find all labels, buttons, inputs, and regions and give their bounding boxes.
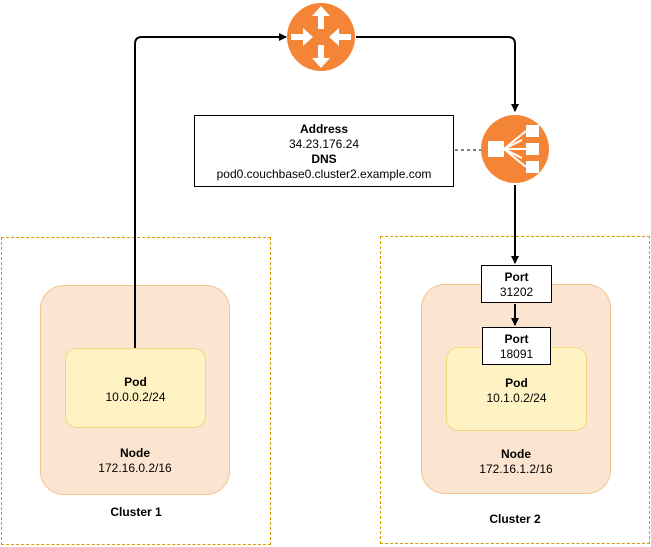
address-label: Address [299, 122, 349, 136]
cluster-1-pod-text: Pod 10.0.0.2/24 [65, 375, 206, 405]
cluster-2-node-label: Node [501, 447, 531, 461]
cluster-1-node-cidr: 172.16.0.2/16 [98, 461, 172, 475]
load-balancer-icon [481, 115, 549, 183]
cluster-1-node-text: Node 172.16.0.2/16 [40, 446, 230, 476]
cluster-1-pod-cidr: 10.0.0.2/24 [105, 390, 166, 404]
pod-port-label: Port [504, 332, 529, 346]
cluster-2-node-cidr: 172.16.1.2/16 [479, 462, 553, 476]
address-box: Address 34.23.176.24 DNS pod0.couchbase0… [194, 115, 454, 187]
connector-router-to-load-balancer [356, 36, 519, 112]
pod-port-box: Port 18091 [482, 327, 551, 365]
dns-label: DNS [311, 152, 337, 166]
router-icon [287, 3, 355, 71]
node-port-label: Port [504, 270, 529, 284]
connector-pod-to-router [134, 33, 287, 348]
cluster-2-pod-cidr: 10.1.0.2/24 [486, 391, 547, 405]
cluster-2-pod-label: Pod [505, 376, 528, 390]
dns-value: pod0.couchbase0.cluster2.example.com [216, 167, 432, 181]
cluster-1-pod [65, 348, 206, 428]
cluster-2-label: Cluster 2 [489, 512, 541, 526]
cluster-1-pod-label: Pod [124, 375, 147, 389]
pod-port-value: 18091 [499, 347, 534, 361]
cluster-1-node-label: Node [120, 446, 150, 460]
cluster-2-pod-text: Pod 10.1.0.2/24 [446, 376, 587, 406]
cluster-1-label: Cluster 1 [110, 505, 162, 519]
node-port-box: Port 31202 [481, 265, 552, 303]
node-port-value: 31202 [499, 285, 534, 299]
cluster-2-node-text: Node 172.16.1.2/16 [421, 447, 611, 477]
address-value: 34.23.176.24 [288, 137, 360, 151]
